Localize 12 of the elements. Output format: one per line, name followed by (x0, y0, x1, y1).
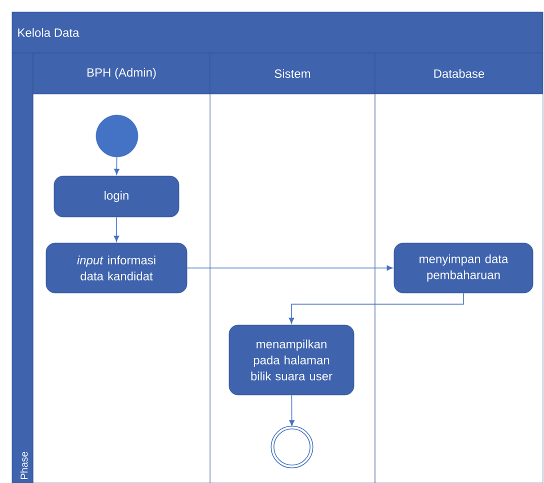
arrow (289, 394, 294, 426)
activity-box: input informasi data kandidat (46, 242, 188, 294)
arrow (114, 216, 120, 242)
activity-box: menyimpan data pembaharuan (394, 242, 534, 294)
arrow (288, 292, 464, 324)
phase-strip: Phase (12, 52, 34, 483)
activity-box: menampilkan pada halaman bilik suara user (228, 324, 354, 396)
activity-box: login (54, 176, 180, 218)
start-node (96, 114, 138, 158)
end-node (270, 426, 314, 468)
arrow (186, 265, 393, 271)
arrow (114, 156, 120, 175)
